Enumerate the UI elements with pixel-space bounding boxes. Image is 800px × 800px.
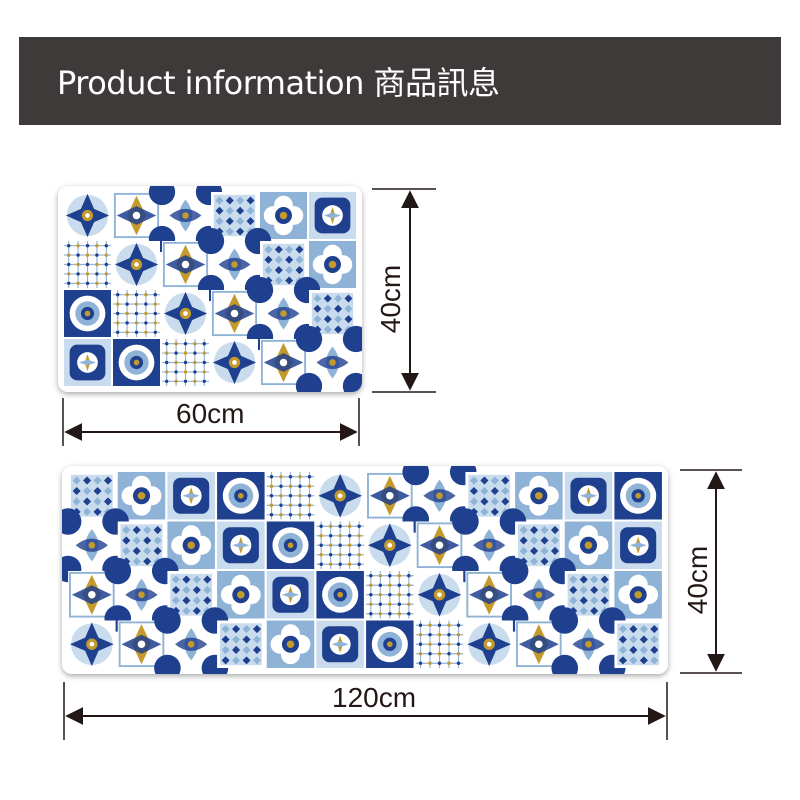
- small-width-label: 60cm: [176, 398, 245, 429]
- tile: [266, 620, 315, 668]
- tile: [217, 620, 265, 668]
- tile: [564, 571, 613, 619]
- tile: [64, 339, 111, 386]
- small-mat-image: [58, 186, 362, 392]
- tile: [415, 571, 464, 619]
- tile: [167, 571, 215, 619]
- tile: [316, 620, 364, 668]
- tile: [614, 571, 662, 619]
- tile: [217, 571, 265, 619]
- large-width-label: 120cm: [332, 682, 417, 713]
- tile: [64, 290, 111, 337]
- tile: [266, 571, 315, 619]
- tile: [113, 339, 160, 386]
- large-width-dimension: [63, 682, 668, 740]
- tile: [366, 571, 414, 619]
- tile: [211, 339, 258, 386]
- tile: [366, 620, 414, 668]
- tile: [162, 339, 209, 386]
- tile: [316, 521, 364, 569]
- tile: [68, 571, 116, 619]
- tile: [162, 290, 209, 337]
- large-mat-pattern: [62, 466, 668, 674]
- tile: [117, 472, 166, 520]
- large-height-label: 40cm: [682, 545, 714, 615]
- tile: [64, 192, 111, 239]
- tile: [366, 521, 414, 569]
- tile: [614, 472, 662, 520]
- tile: [316, 571, 364, 619]
- tile: [113, 290, 160, 337]
- tile: [217, 472, 265, 520]
- tile: [551, 607, 626, 674]
- large-mat-image: [62, 466, 668, 674]
- tile: [309, 192, 356, 239]
- tile: [167, 521, 215, 569]
- small-mat-pattern: [58, 186, 362, 392]
- tile: [316, 472, 364, 520]
- tile: [309, 241, 356, 288]
- tile: [217, 521, 265, 569]
- tile: [614, 620, 662, 668]
- tile: [266, 521, 315, 569]
- tile: [465, 620, 513, 668]
- tile: [564, 521, 613, 569]
- tile: [295, 325, 362, 392]
- tile: [68, 620, 116, 668]
- tile: [415, 521, 464, 569]
- header-title: Product information 商品訊息: [57, 64, 500, 102]
- tile: [154, 607, 229, 674]
- small-height-dimension: [372, 188, 436, 393]
- small-width-dimension: [62, 398, 360, 446]
- large-height-dimension: [680, 469, 742, 674]
- tile: [564, 472, 613, 520]
- tile: [113, 241, 160, 288]
- tile: [167, 472, 215, 520]
- tile: [64, 241, 111, 288]
- small-height-label: 40cm: [375, 264, 407, 334]
- header-bar: Product information 商品訊息: [19, 37, 781, 125]
- tile: [515, 472, 563, 520]
- tile: [614, 521, 662, 569]
- tile: [260, 192, 307, 239]
- tile: [266, 472, 315, 520]
- tile: [415, 620, 464, 668]
- tile: [515, 620, 563, 668]
- tile: [148, 186, 223, 253]
